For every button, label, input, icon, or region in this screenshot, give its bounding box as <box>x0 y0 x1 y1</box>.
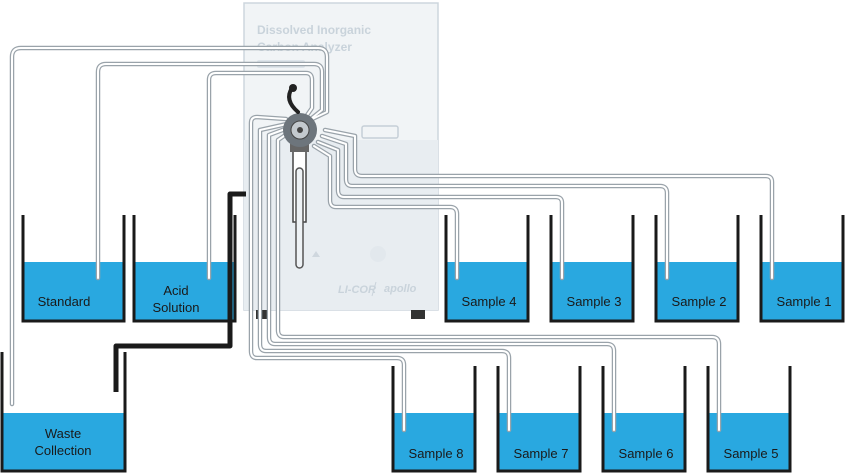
container-sample-4 <box>444 215 530 323</box>
label-acid-line2: Solution <box>153 300 200 315</box>
container-standard <box>21 215 126 323</box>
container-sample-7 <box>496 366 582 473</box>
liquid-acid <box>134 262 235 321</box>
container-waste <box>0 352 127 473</box>
tube-sample-7-core <box>259 123 510 431</box>
instrument-button <box>370 246 386 262</box>
tube-standard-core <box>97 63 323 279</box>
label-sample-5: Sample 5 <box>724 446 779 461</box>
valve-neck <box>290 142 309 152</box>
container-sample-6 <box>601 366 687 473</box>
tube-sample-4-core <box>313 145 458 279</box>
tube-sample-1-core <box>324 129 773 279</box>
tube-sample-8-core <box>250 116 405 431</box>
tube-sample-3-core <box>317 141 563 279</box>
label-sample-6: Sample 6 <box>619 446 674 461</box>
label-waste-line2: Collection <box>34 443 91 458</box>
liquid-fills <box>2 262 843 471</box>
liquid-sample-2 <box>656 262 738 321</box>
container-walls <box>0 215 845 473</box>
liquid-sample-8 <box>393 413 475 471</box>
container-sample-3 <box>549 215 635 323</box>
instrument-display <box>361 125 399 139</box>
selector-valve <box>283 84 317 269</box>
instrument-foot-left <box>256 310 270 319</box>
valve-center <box>297 127 303 133</box>
brand-logo: LI-COR <box>338 284 376 296</box>
label-acid-line1: Acid <box>163 283 188 298</box>
tube-acid-core <box>208 72 313 279</box>
liquid-sample-5 <box>708 413 790 471</box>
container-sample-2 <box>654 215 740 323</box>
instrument-title-line1: Dissolved Inorganic <box>257 23 371 37</box>
analyzer-instrument: Dissolved Inorganic Carbon Analyzer LI-C… <box>243 2 439 319</box>
container-acid <box>132 215 237 323</box>
liquid-sample-4 <box>446 262 528 321</box>
sample-tubing <box>9 45 775 433</box>
instrument-foot-right <box>411 310 425 319</box>
warning-icon <box>312 251 320 257</box>
tube-waste-core <box>11 47 328 405</box>
liquid-sample-6 <box>603 413 685 471</box>
label-sample-1: Sample 1 <box>777 294 832 309</box>
tube-sample-5-core <box>277 131 720 431</box>
product-logo: apollo <box>384 283 417 295</box>
label-sample-7: Sample 7 <box>514 446 569 461</box>
reaction-vessel <box>295 167 304 269</box>
container-labels: Standard Acid Solution Waste Collection … <box>34 283 831 461</box>
label-sample-2: Sample 2 <box>672 294 727 309</box>
liquid-sample-3 <box>551 262 633 321</box>
label-waste-line1: Waste <box>45 426 81 441</box>
liquid-waste <box>2 413 125 471</box>
label-standard: Standard <box>38 294 91 309</box>
label-sample-3: Sample 3 <box>567 294 622 309</box>
valve-outlet-cap <box>289 84 297 92</box>
logo-divider <box>371 281 377 297</box>
container-sample-5 <box>706 366 792 473</box>
tube-sample-6-core <box>268 127 615 431</box>
tube-sample-2-core <box>321 135 668 279</box>
label-sample-8: Sample 8 <box>409 446 464 461</box>
liquid-standard <box>23 262 124 321</box>
label-sample-4: Sample 4 <box>462 294 517 309</box>
container-sample-1 <box>759 215 845 323</box>
liquid-sample-7 <box>498 413 580 471</box>
waste-drain-line <box>113 191 246 392</box>
liquid-sample-1 <box>761 262 843 321</box>
container-sample-8 <box>391 366 477 473</box>
